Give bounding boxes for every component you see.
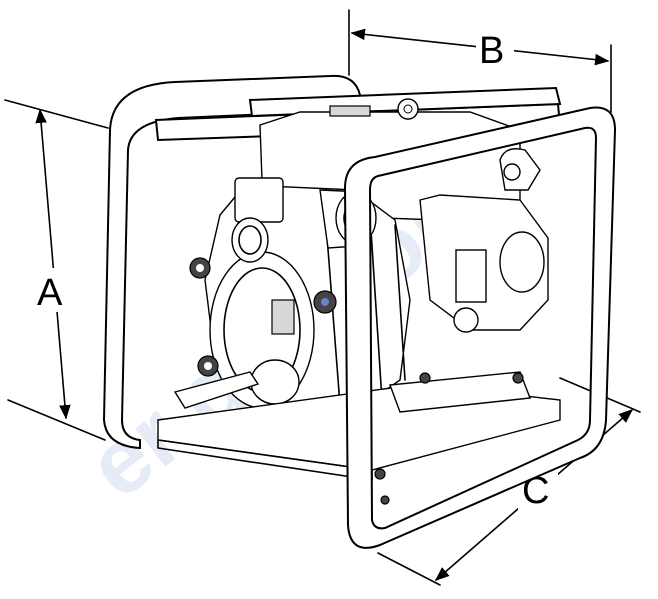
hand-knob-bottom-left bbox=[197, 355, 219, 377]
mount-bolt-2 bbox=[512, 372, 524, 384]
dimension-b-label: B bbox=[479, 30, 504, 72]
drain-lever bbox=[173, 371, 260, 409]
pump-body bbox=[173, 177, 411, 420]
mount-bolt-1 bbox=[419, 372, 431, 384]
dimension-a: A bbox=[4, 99, 109, 441]
dimension-a-extension-bottom bbox=[7, 399, 106, 441]
filter-cap bbox=[453, 307, 479, 333]
dimension-a-arrow bbox=[35, 108, 71, 420]
brand-emblem bbox=[503, 163, 521, 181]
hand-knob-mid bbox=[313, 290, 337, 314]
dimension-b: B bbox=[348, 9, 612, 113]
hand-knob-top-left bbox=[189, 257, 211, 279]
dimension-c-extension-front bbox=[377, 552, 441, 586]
frame-front-loop bbox=[343, 106, 617, 549]
inlet-port bbox=[231, 217, 269, 263]
recoil-starter bbox=[499, 231, 545, 293]
frame-rear-left-tube bbox=[102, 74, 362, 450]
engine-vent bbox=[329, 105, 371, 117]
inlet-housing bbox=[234, 177, 284, 223]
dimension-a-extension-top bbox=[4, 99, 109, 129]
mount-bolt-4 bbox=[380, 495, 390, 505]
fuel-control bbox=[455, 249, 487, 303]
mount-bolt-3 bbox=[374, 468, 386, 480]
logo-plate bbox=[271, 299, 295, 335]
frame-front bbox=[343, 106, 617, 549]
drain-port bbox=[250, 359, 300, 405]
dimension-a-label: A bbox=[37, 272, 63, 314]
